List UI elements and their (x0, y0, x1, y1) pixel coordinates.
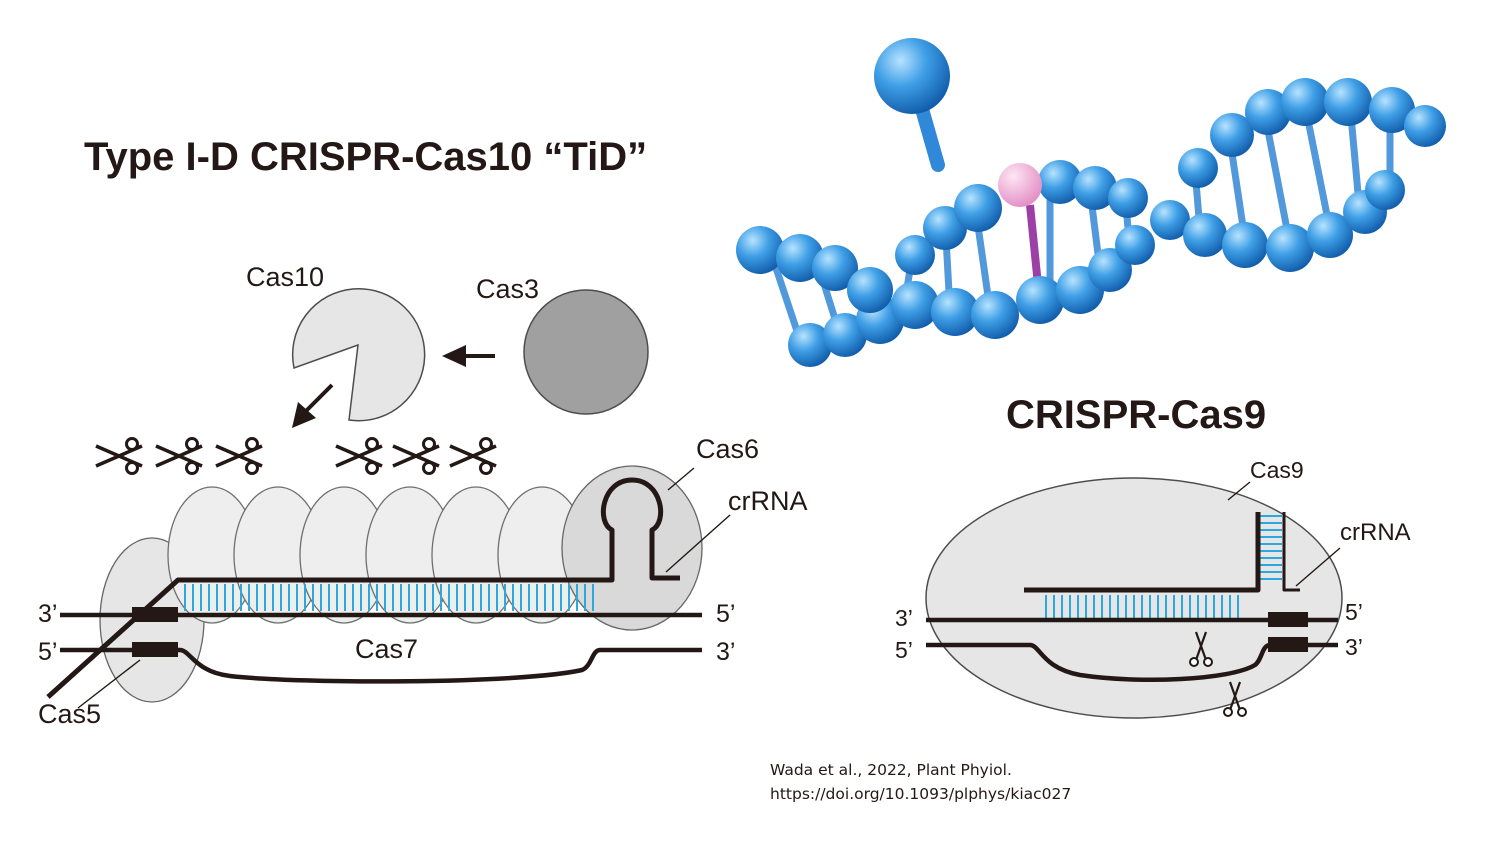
right-pam-block-top (1268, 612, 1308, 627)
cas7-label: Cas7 (355, 634, 418, 664)
citation-line-1: Wada et al., 2022, Plant Phyiol. (770, 761, 1012, 779)
right-bottom-right-end-label: 3’ (1345, 634, 1363, 660)
citation: Wada et al., 2022, Plant Phyiol. https:/… (770, 758, 1071, 806)
right-pam-block-bottom (1268, 637, 1308, 652)
cas10-label: Cas10 (246, 262, 324, 292)
scissors-icon (154, 436, 204, 476)
left-top-left-end-label: 3’ (38, 600, 57, 628)
arrow-cas3-to-cas10 (442, 345, 495, 367)
right-crrna-leader-line (1295, 547, 1341, 587)
cas7-backbone (167, 486, 587, 624)
right-base-pairs (1045, 595, 1239, 618)
right-tracr-strand (1282, 512, 1300, 592)
cas3-protein (523, 289, 649, 415)
dna-helix-illustration (736, 38, 1446, 367)
left-pam-block-top (132, 607, 178, 622)
scissors-icon (391, 436, 441, 476)
cas5-leader-line (77, 659, 141, 709)
crrna-label: crRNA (728, 486, 808, 516)
left-base-pairs (184, 584, 594, 611)
scissors-icon (94, 436, 144, 476)
left-bottom-left-end-label: 5’ (38, 638, 57, 666)
left-dna-bottom-strand (60, 647, 702, 684)
cas6-label: Cas6 (696, 434, 759, 464)
cas3-label: Cas3 (476, 274, 539, 304)
left-top-right-end-label: 5’ (716, 600, 735, 628)
left-panel-title: Type I-D CRISPR-Cas10 “TiD” (84, 135, 647, 179)
citation-doi-link[interactable]: https://doi.org/10.1093/plphys/kiac027 (770, 785, 1072, 803)
scissors-icon (214, 436, 264, 476)
right-crrna-strand (1024, 512, 1261, 593)
right-panel-title: CRISPR-Cas9 (1006, 393, 1266, 437)
arrow-cas10-to-complex (292, 383, 334, 428)
cas9-label: Cas9 (1250, 457, 1304, 483)
cas10-protein (291, 288, 426, 422)
left-pam-block-bottom (132, 642, 178, 657)
right-dna-bottom-strand (926, 642, 1338, 683)
left-crrna-strand (46, 477, 680, 699)
left-bottom-right-end-label: 3’ (716, 638, 735, 666)
right-bottom-left-end-label: 5’ (895, 637, 913, 663)
scissors-icon (448, 436, 498, 476)
cas6-protein (561, 465, 703, 631)
right-stem-base-pairs (1260, 515, 1282, 580)
cas5-label: Cas5 (38, 699, 101, 729)
scissors-icon (334, 436, 384, 476)
crrna-leader-line (665, 514, 731, 573)
cas9-leader-line (1227, 481, 1251, 501)
cas6-leader-line (667, 467, 695, 491)
right-top-left-end-label: 3’ (895, 605, 913, 631)
right-crrna-label: crRNA (1340, 519, 1411, 546)
right-top-right-end-label: 5’ (1345, 599, 1363, 625)
